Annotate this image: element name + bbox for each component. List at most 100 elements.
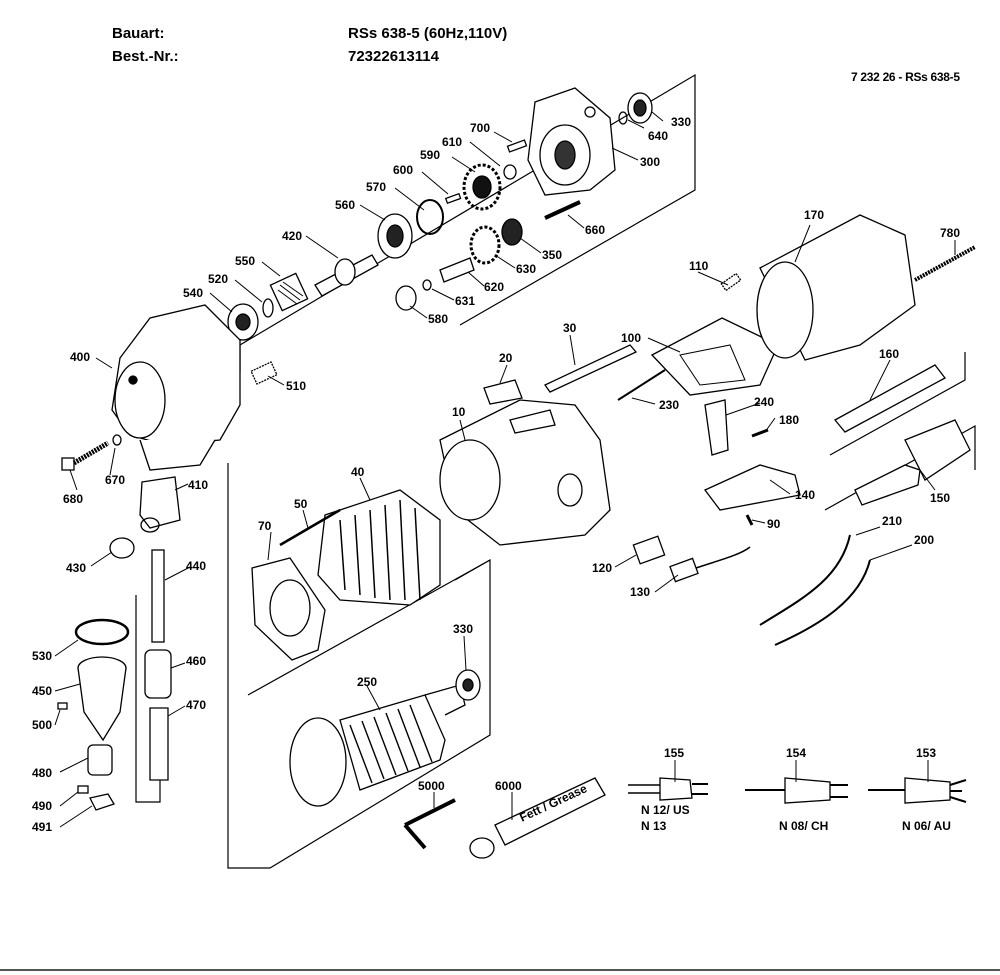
screw-50 xyxy=(279,508,341,547)
callout-155: 155 xyxy=(664,746,684,760)
cable-210 xyxy=(759,534,851,626)
plunger-440 xyxy=(151,549,165,643)
callout-560: 560 xyxy=(335,198,355,212)
bestnr-value: 72322613114 xyxy=(348,48,439,65)
washer-640 xyxy=(618,111,628,125)
spring-510 xyxy=(250,361,278,385)
callout-600: 600 xyxy=(393,163,413,177)
die-holder-450 xyxy=(77,656,127,742)
callout-30: 30 xyxy=(563,321,577,335)
bestnr-label: Best.-Nr.: xyxy=(112,48,179,65)
callout-400: 400 xyxy=(70,350,90,364)
callout-330-lower: 330 xyxy=(453,622,473,636)
callout-110: 110 xyxy=(689,259,709,273)
wire-230 xyxy=(617,369,666,401)
callout-10: 10 xyxy=(452,405,466,419)
head-housing-400 xyxy=(111,304,241,471)
cord-plug-150 xyxy=(854,419,971,506)
pinion-620 xyxy=(439,257,475,283)
gear-590 xyxy=(462,163,502,211)
grease-tube-6000: Fett / Grease xyxy=(469,777,606,859)
callout-460: 460 xyxy=(186,654,206,668)
callout-540: 540 xyxy=(183,286,203,300)
callout-680: 680 xyxy=(63,492,83,506)
callout-410: 410 xyxy=(188,478,208,492)
leader-lines xyxy=(54,111,956,828)
washer-631 xyxy=(422,279,432,291)
callout-491: 491 xyxy=(32,820,52,834)
insert-491 xyxy=(89,793,115,811)
bottom-rule xyxy=(0,969,1000,971)
screw-660 xyxy=(544,200,581,220)
callout-230: 230 xyxy=(659,398,679,412)
cord-group-frame xyxy=(829,352,966,456)
callout-440: 440 xyxy=(186,559,206,573)
bearing-330-lower xyxy=(455,669,481,701)
callout-6000: 6000 xyxy=(495,779,522,793)
cable-130 xyxy=(669,546,751,583)
motor-housing-10 xyxy=(439,399,611,546)
bearing-560 xyxy=(377,213,413,259)
plug-153-caption: N 06/ AU xyxy=(902,819,951,833)
plug-154-ch xyxy=(745,777,848,804)
plug-155-caption-1: N 12/ US xyxy=(641,803,690,817)
spring-110 xyxy=(720,272,742,292)
armature-250 xyxy=(289,684,466,807)
callout-210: 210 xyxy=(882,514,902,528)
plug-155-caption-2: N 13 xyxy=(641,819,667,833)
bearing-330-top xyxy=(627,92,653,124)
screw-90 xyxy=(745,514,754,526)
callout-240: 240 xyxy=(754,395,774,409)
callout-520: 520 xyxy=(208,272,228,286)
switch-240 xyxy=(704,399,729,456)
ring-530 xyxy=(74,618,130,646)
ring-520 xyxy=(262,298,274,318)
pin-700 xyxy=(506,139,528,153)
callout-700: 700 xyxy=(470,121,490,135)
callout-620: 620 xyxy=(484,280,504,294)
callout-153: 153 xyxy=(916,746,936,760)
clip-120 xyxy=(632,535,666,565)
callout-420: 420 xyxy=(282,229,302,243)
plug-154-caption: N 08/ CH xyxy=(779,819,828,833)
callout-250: 250 xyxy=(357,675,377,689)
head-group-frame xyxy=(135,595,161,803)
punch-470 xyxy=(149,707,169,781)
switch-rod-30 xyxy=(544,344,638,393)
callout-631: 631 xyxy=(455,294,475,308)
callout-120: 120 xyxy=(592,561,612,575)
allen-key-5000 xyxy=(403,798,456,850)
label-20 xyxy=(483,379,523,405)
callout-510: 510 xyxy=(286,379,306,393)
callout-490: 490 xyxy=(32,799,52,813)
gear-housing-300 xyxy=(527,87,616,196)
guide-410 xyxy=(139,476,181,529)
callout-300: 300 xyxy=(640,155,660,169)
callout-330-top: 330 xyxy=(671,115,691,129)
washer-670 xyxy=(112,434,122,446)
bearing-540 xyxy=(227,303,259,341)
callout-350: 350 xyxy=(542,248,562,262)
callout-610: 610 xyxy=(442,135,462,149)
callout-154: 154 xyxy=(786,746,806,760)
cable-200 xyxy=(774,559,871,646)
screw-680 xyxy=(61,440,110,471)
callout-100: 100 xyxy=(621,331,641,345)
stator-40 xyxy=(317,489,441,606)
retaining-ring-570 xyxy=(416,199,444,235)
guide-bore xyxy=(140,517,160,533)
callout-660: 660 xyxy=(585,223,605,237)
callout-numbers: 10 20 30 40 50 70 90 100 110 120 130 140… xyxy=(32,115,960,834)
eccentric-shaft-420 xyxy=(314,254,379,297)
bauart-value: RSs 638-5 (60Hz,110V) xyxy=(348,25,508,42)
callout-90: 90 xyxy=(767,517,781,531)
callout-170: 170 xyxy=(804,208,824,222)
callout-150: 150 xyxy=(930,491,950,505)
callout-480: 480 xyxy=(32,766,52,780)
callout-200: 200 xyxy=(914,533,934,547)
callout-70: 70 xyxy=(258,519,272,533)
callout-580: 580 xyxy=(428,312,448,326)
screw-780 xyxy=(914,245,976,282)
callout-130: 130 xyxy=(630,585,650,599)
callout-630: 630 xyxy=(516,262,536,276)
